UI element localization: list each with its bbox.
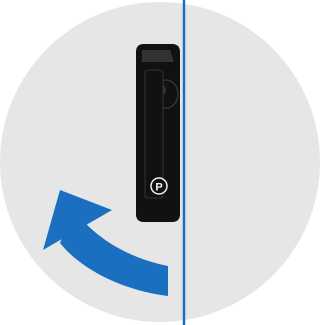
window-handle-icon: P [136,44,180,222]
brand-badge-letter: P [155,182,162,194]
handle-top-plate [142,50,174,62]
